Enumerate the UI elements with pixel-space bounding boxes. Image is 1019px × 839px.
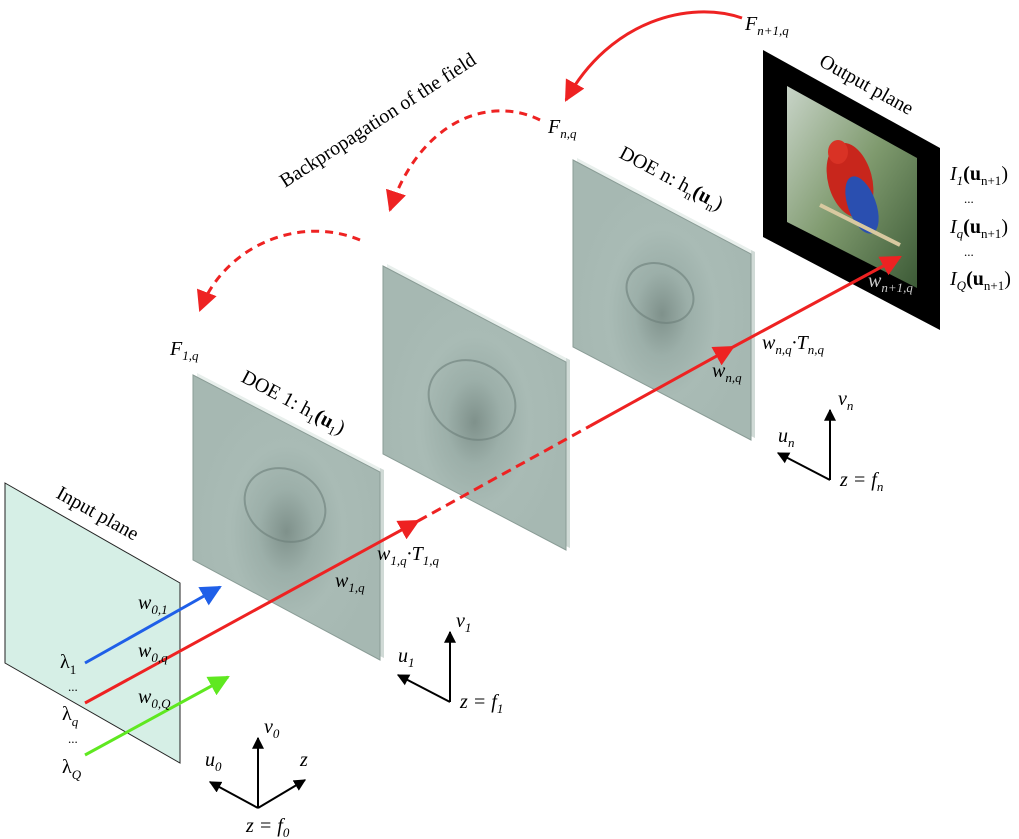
axis1-v-label: v1 <box>456 610 471 635</box>
axisn-eq-label: z = fn <box>839 469 883 494</box>
doe-n-panel <box>572 158 755 441</box>
ray-red-1 <box>84 519 420 705</box>
Iq-label: Iq(un+1) <box>949 216 1008 241</box>
backprop-arrow-3 <box>197 229 361 312</box>
axis0-z-label: z <box>299 749 308 771</box>
ray-green <box>84 675 230 757</box>
dots-2: ... <box>68 731 78 746</box>
backprop-arrow-2 <box>386 109 541 212</box>
axisn-u-label: un <box>778 425 795 450</box>
wn1q-label: wn+1,q <box>868 270 913 295</box>
axis0-v-label: v0 <box>264 716 280 741</box>
w1q-label: w1,q <box>335 570 365 595</box>
wnq-label: wn,q <box>712 360 742 385</box>
wnqTnq-label: wn,q·Tn,q <box>762 332 824 357</box>
axis0-u-label: u0 <box>205 749 222 774</box>
axis1-u-label: u1 <box>398 645 415 670</box>
lambda-1-label: λ1 <box>60 651 76 677</box>
ray-red-3 <box>732 255 902 349</box>
w0q-label: w0,q <box>138 640 168 665</box>
axis-group-0 <box>208 736 307 809</box>
w0Q-label: w0,Q <box>138 686 171 711</box>
input-plane <box>4 482 181 764</box>
axis-group-n <box>776 408 836 481</box>
IQ-label: IQ(un+1) <box>949 268 1011 293</box>
dots-I1: ... <box>964 191 974 206</box>
ray-red-dashed <box>417 424 591 523</box>
backprop-label: Backpropagation of the field <box>276 49 480 192</box>
doe-1-panel <box>192 373 384 661</box>
axis0-eq-label: z = f0 <box>245 815 290 839</box>
w1qT1q-label: w1,q·T1,q <box>377 543 439 568</box>
axis-group-1 <box>396 630 456 703</box>
F1q-label: F1,q <box>169 338 199 363</box>
backprop-arrow-1 <box>564 10 743 102</box>
w01-label: w0,1 <box>138 592 168 617</box>
ray-blue <box>84 585 222 665</box>
output-plane <box>763 50 940 330</box>
axisn-v-label: vn <box>838 388 853 413</box>
I1-label: I1(un+1) <box>949 163 1008 188</box>
Fnq-label: Fn,q <box>547 116 577 141</box>
dots-1: ... <box>68 679 78 694</box>
lambda-q-label: λq <box>62 703 79 729</box>
lambda-Q-label: λQ <box>62 756 82 782</box>
dots-Iq: ... <box>964 244 974 259</box>
axis1-eq-label: z = f1 <box>459 691 503 716</box>
doe-middle-panel <box>382 264 570 551</box>
Fn1q-label: Fn+1,q <box>744 13 789 38</box>
ray-red-2 <box>589 345 735 428</box>
